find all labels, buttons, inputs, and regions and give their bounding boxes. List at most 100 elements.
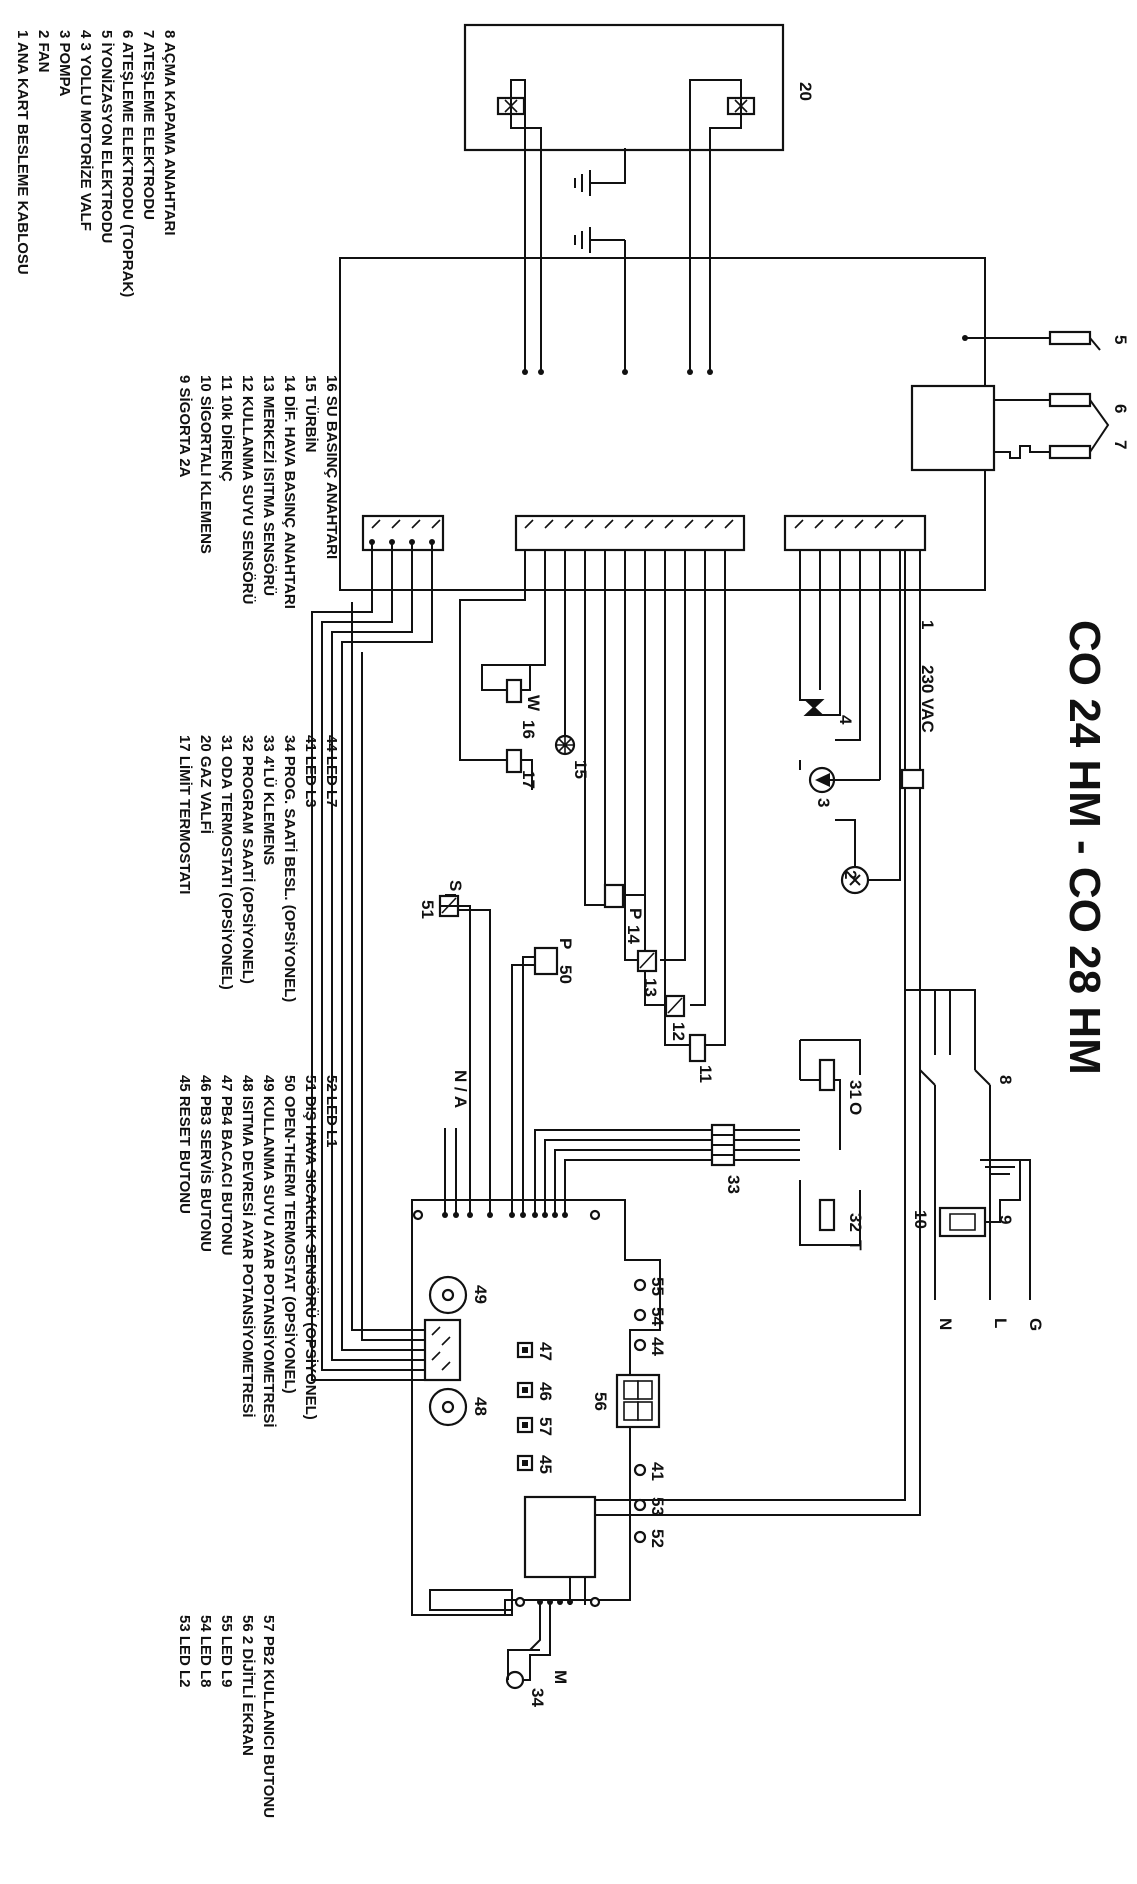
label-55: 55	[648, 1277, 667, 1296]
label-4: 4	[836, 715, 855, 725]
label-56: 56	[591, 1392, 610, 1411]
label-32: 32	[846, 1213, 865, 1232]
air-pressure-switch-14: P 14	[584, 550, 645, 944]
ground-icon	[574, 148, 626, 372]
ch-sensor-13: 13	[624, 550, 686, 997]
legend-item: 11 10k DİRENÇ	[218, 375, 235, 482]
label-9: 9	[996, 1215, 1015, 1224]
legend-item: 45 RESET BUTONU	[176, 1075, 193, 1214]
label-O: O	[846, 1102, 865, 1115]
cable-bundle	[311, 542, 433, 1381]
legend-item: 20 GAZ VALFİ	[197, 735, 214, 834]
label-20: 20	[796, 82, 815, 101]
terminal-block-right	[783, 514, 927, 552]
label-34: 34	[528, 1688, 547, 1707]
legend-item: 49 KULLANMA SUYU AYAR POTANSİYOMETRESİ	[260, 1075, 277, 1428]
legend: 1 ANA KART BESLEME KABLOSU 2 FAN 3 POMPA…	[14, 30, 340, 1818]
label-33: 33	[724, 1175, 743, 1194]
main-board	[339, 257, 986, 591]
diagram-title: CO 24 HM - CO 28 HM	[1060, 620, 1109, 1075]
opentherm-thermostat-50: P 50	[511, 938, 575, 1215]
outdoor-sensor-51: S 51	[418, 880, 491, 1215]
pcb-relay	[523, 1495, 597, 1579]
terminal-block-middle	[514, 514, 746, 552]
program-clock-supply-34: M 34	[505, 1602, 570, 1707]
program-clock-32: 32 T	[799, 1180, 865, 1251]
led-41	[633, 1463, 647, 1477]
label-T: T	[846, 1240, 865, 1251]
label-11: 11	[696, 1065, 715, 1083]
resistor-11: 11	[664, 550, 726, 1083]
label-54: 54	[648, 1307, 667, 1326]
label-53: 53	[648, 1497, 667, 1516]
label-1: 1	[918, 620, 937, 629]
legend-item: 47 PB4 BACACI BUTONU	[218, 1075, 235, 1256]
legend-item: 33 4'LÜ KLEMENS	[260, 735, 277, 865]
label-5: 5	[1111, 335, 1130, 344]
label-48: 48	[471, 1397, 490, 1416]
label-52: 52	[648, 1529, 667, 1548]
legend-item: 53 LED L2	[176, 1615, 193, 1688]
label-7: 7	[1111, 440, 1130, 449]
terminal-33: 33	[534, 1123, 800, 1215]
legend-column-1: 1 ANA KART BESLEME KABLOSU 2 FAN 3 POMPA…	[14, 30, 178, 297]
legend-item: 55 LED L9	[218, 1615, 235, 1688]
legend-item: 46 PB3 SERVİS BUTONU	[197, 1075, 214, 1252]
legend-item: 31 ODA TERMOSTATI (OPSİYONEL)	[218, 735, 235, 990]
legend-item: 4 3 YOLLU MOTORİZE VALF	[77, 30, 94, 231]
fan-2: 2	[830, 550, 901, 895]
led-44	[633, 1338, 647, 1352]
fuse-terminal-9-10: 9 10 G L N	[911, 1085, 1045, 1331]
legend-item: 8 AÇMA KAPAMA ANAHTARI	[161, 30, 178, 236]
room-thermostat-31: 31 O	[799, 1039, 865, 1150]
legend-item: 7 ATEŞLEME ELEKTRODU	[140, 30, 157, 220]
legend-item: 1 ANA KART BESLEME KABLOSU	[14, 30, 31, 275]
label-46: 46	[536, 1382, 555, 1401]
legend-item: 6 ATEŞLEME ELEKTRODU (TOPRAK)	[119, 30, 136, 297]
legend-item: 41 LED L3	[302, 735, 319, 808]
led-53	[633, 1498, 647, 1512]
motorized-valve-4: 4	[799, 550, 855, 725]
label-51: 51	[418, 900, 437, 919]
legend-item: 54 LED L8	[197, 1615, 214, 1688]
legend-item: 51 DIŞ HAVA SICAKLIK SENSÖRÜ (OPSİYONEL)	[302, 1075, 319, 1420]
label-NA: N / A	[451, 1070, 470, 1108]
label-6: 6	[1111, 404, 1130, 413]
legend-column-4: 45 RESET BUTONU 46 PB3 SERVİS BUTONU 47 …	[176, 1075, 340, 1428]
pump-3: 3	[799, 550, 861, 807]
legend-item: 13 MERKEZİ ISITMA SENSÖRÜ	[260, 375, 277, 596]
dhw-sensor-12: 12	[644, 550, 706, 1041]
pcb-connector	[423, 1318, 462, 1382]
label-N: N	[936, 1318, 955, 1330]
label-44: 44	[648, 1337, 667, 1356]
legend-item: 57 PB2 KULLANICI BUTONU	[260, 1615, 277, 1818]
legend-item: 10 SİGORTALI KLEMENS	[197, 375, 214, 554]
label-P: P	[556, 938, 575, 949]
legend-item: 9 SİGORTA 2A	[176, 375, 193, 478]
legend-item: 16 SU BASINÇ ANAHTARI	[323, 375, 340, 559]
label-10: 10	[911, 1210, 930, 1229]
legend-item: 14 DİF. HAVA BASINÇ ANAHTARI	[281, 375, 298, 609]
legend-item: 2 FAN	[35, 30, 52, 73]
legend-item: 34 PROG. SAATİ BESL. (OPSİYONEL)	[281, 735, 298, 1002]
label-M: M	[551, 1670, 570, 1684]
water-pressure-switch-16: W 16	[481, 550, 546, 739]
turbine-15: 15	[554, 550, 590, 779]
na-terminal: N / A	[444, 1070, 470, 1215]
label-L: L	[991, 1318, 1010, 1328]
label-47: 47	[536, 1342, 555, 1361]
label-13: 13	[641, 978, 660, 997]
label-W: W	[524, 695, 543, 712]
label-14: 14	[624, 925, 643, 944]
label-17: 17	[519, 770, 538, 789]
led-54	[633, 1308, 647, 1322]
legend-item: 17 LİMİT TERMOSTATI	[176, 735, 193, 894]
label-15: 15	[571, 760, 590, 779]
legend-item: 15 TÜRBİN	[302, 375, 319, 453]
label-16: 16	[519, 720, 538, 739]
legend-item: 3 POMPA	[56, 30, 73, 97]
control-pcb: 55 54 44 41 53 52 56 47 46 57 45 49 48	[411, 1199, 667, 1616]
label-31: 31	[846, 1080, 865, 1099]
label-3: 3	[814, 798, 833, 807]
